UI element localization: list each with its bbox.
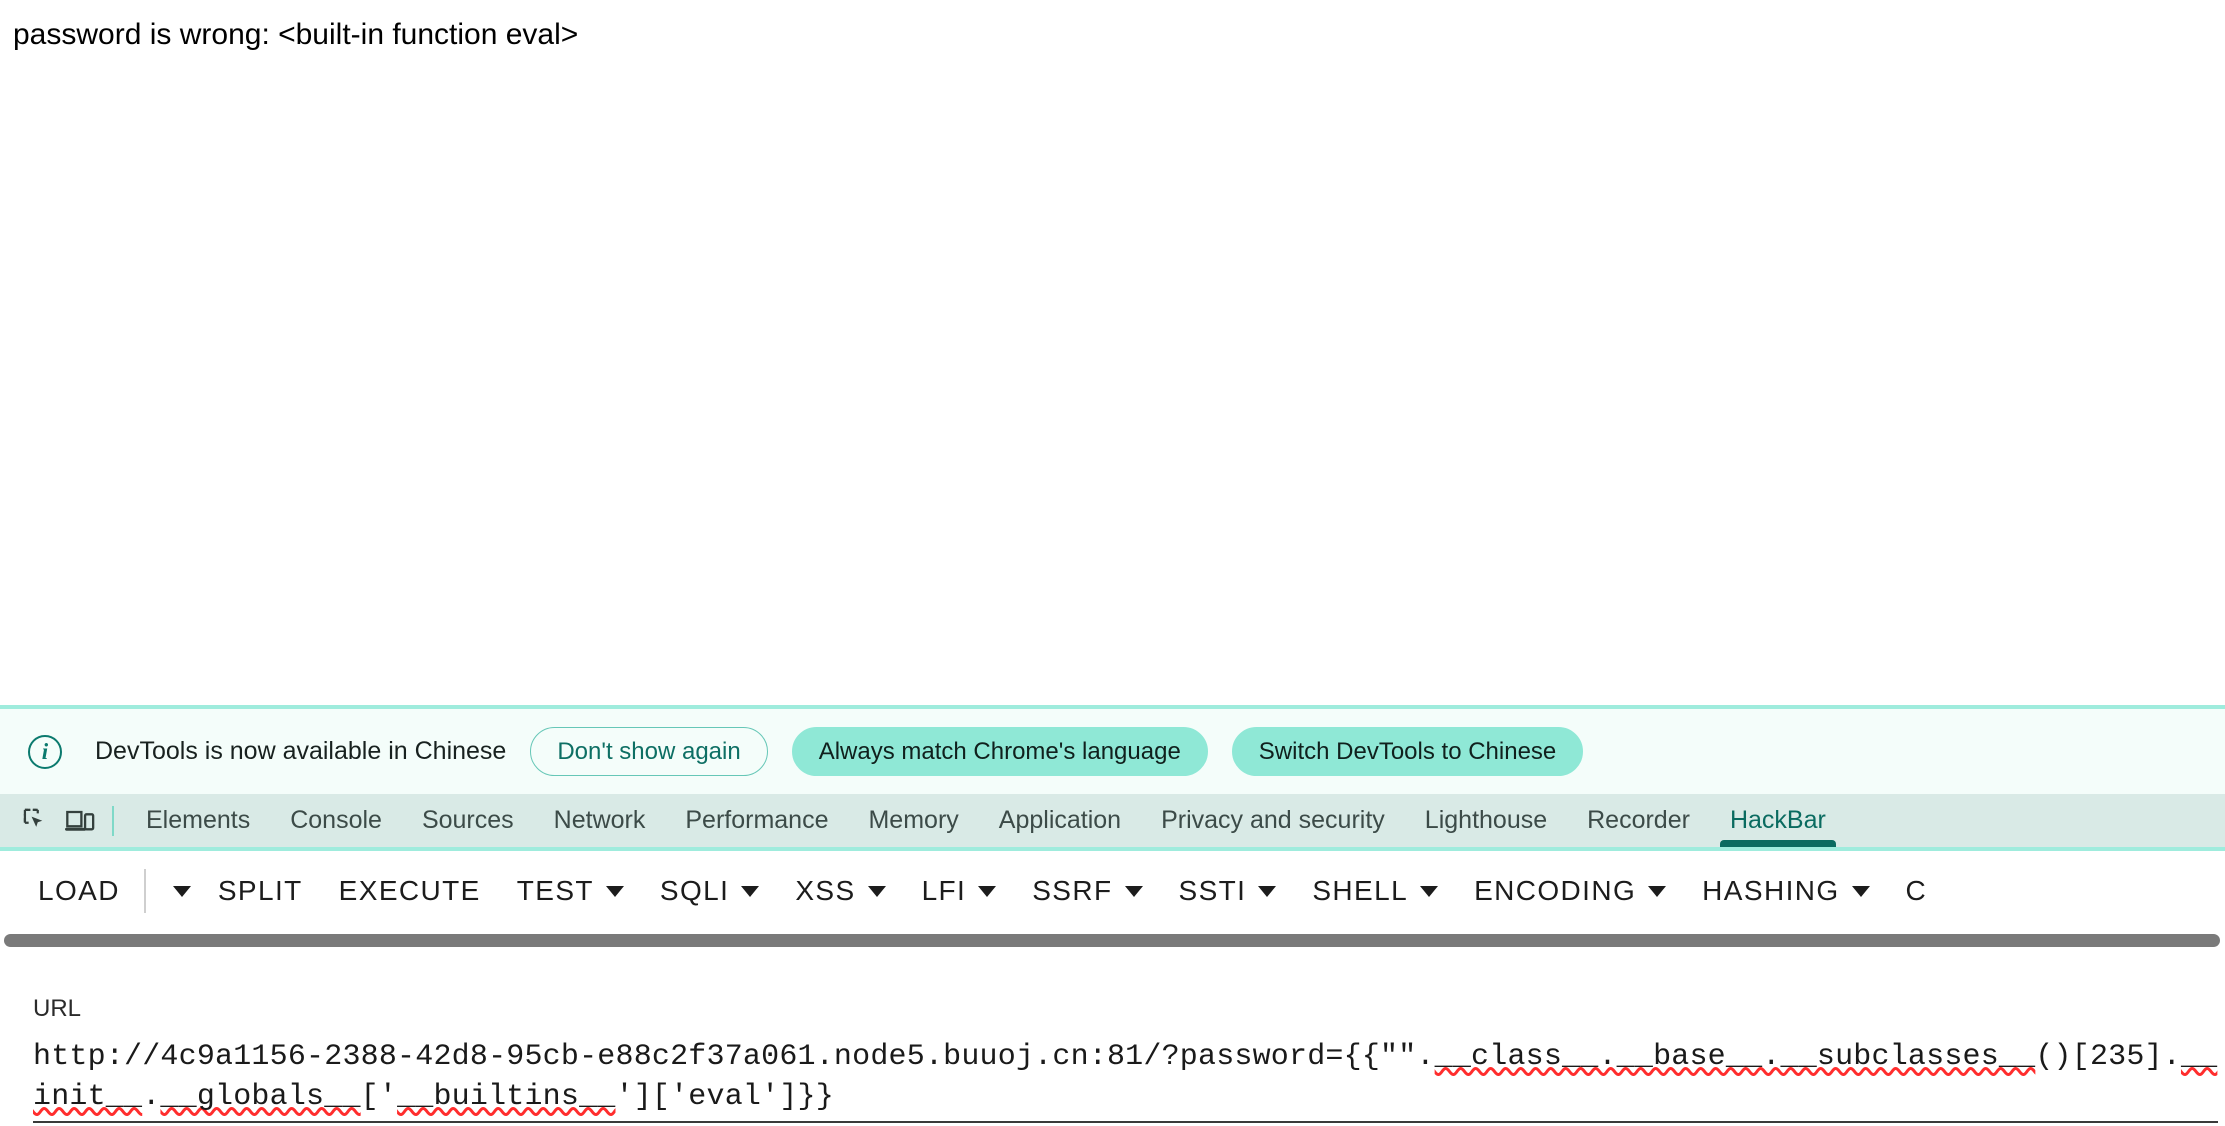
chevron-down-icon [1124, 885, 1143, 897]
url-part-misspelled: __globals__ [160, 1080, 361, 1114]
hackbar-ssti-menu[interactable]: SSTI [1161, 862, 1295, 920]
button-label: XSS [795, 875, 856, 906]
url-part: [' [360, 1080, 398, 1114]
button-label: SHELL [1312, 875, 1409, 906]
devtools-tool-buttons [0, 794, 126, 847]
button-label: SSTI [1178, 875, 1247, 906]
button-label: LOAD [38, 875, 120, 906]
tab-privacy-and-security[interactable]: Privacy and security [1141, 794, 1405, 847]
tab-label: Privacy and security [1161, 806, 1385, 834]
url-part: ']['eval']}} [615, 1080, 834, 1114]
switch-devtools-to-chinese-button[interactable]: Switch DevTools to Chinese [1231, 727, 1584, 776]
hackbar-encoding-menu[interactable]: ENCODING [1456, 862, 1684, 920]
tab-label: Console [290, 806, 382, 834]
tab-console[interactable]: Console [270, 794, 402, 847]
tab-label: Application [998, 806, 1122, 834]
hackbar-test-menu[interactable]: TEST [499, 862, 642, 920]
tab-label: Sources [421, 806, 514, 834]
url-part: . [142, 1080, 161, 1114]
tab-recorder[interactable]: Recorder [1567, 794, 1710, 847]
url-part-misspelled: __class__.__base__.__subclasses__ [1434, 1040, 2036, 1074]
tab-label: Performance [685, 806, 829, 834]
notification-message: DevTools is now available in Chinese [95, 737, 507, 765]
chevron-down-icon [1420, 885, 1439, 897]
info-icon: i [28, 734, 62, 769]
url-part-misspelled: __init__ [33, 1040, 2218, 1114]
button-label: TEST [516, 875, 594, 906]
chevron-down-icon [978, 885, 997, 897]
tab-sources[interactable]: Sources [402, 794, 534, 847]
chevron-down-icon [1258, 885, 1277, 897]
tab-hackbar[interactable]: HackBar [1710, 794, 1846, 847]
url-label: URL [33, 995, 82, 1022]
tab-label: Elements [146, 806, 251, 834]
devtools-language-notification-bar: i DevTools is now available in Chinese D… [0, 705, 2225, 794]
browser-page-content: password is wrong: <built-in function ev… [13, 18, 579, 51]
button-label: HASHING [1702, 875, 1840, 906]
tab-label: Memory [868, 806, 959, 834]
always-match-chrome-language-button[interactable]: Always match Chrome's language [791, 727, 1208, 776]
button-label: SSRF [1032, 875, 1113, 906]
hackbar-hashing-menu[interactable]: HASHING [1684, 862, 1887, 920]
button-label: EXECUTE [338, 875, 481, 906]
toolbar-divider [112, 805, 114, 836]
active-tab-indicator [1719, 840, 1836, 847]
dont-show-again-button[interactable]: Don't show again [530, 727, 768, 776]
hackbar-ssrf-menu[interactable]: SSRF [1014, 862, 1160, 920]
chevron-down-icon [605, 885, 624, 897]
tab-label: Recorder [1587, 806, 1690, 834]
button-label: SQLI [659, 875, 730, 906]
url-part-misspelled: __builtins__ [397, 1080, 616, 1114]
chevron-down-icon [867, 885, 886, 897]
tab-label: Lighthouse [1424, 806, 1548, 834]
chevron-down-icon [172, 885, 191, 897]
url-part: http://4c9a1156-2388-42d8-95cb-e88c2f37a… [33, 1040, 1435, 1074]
tab-label: Network [553, 806, 646, 834]
device-toolbar-icon[interactable] [58, 799, 102, 843]
chevron-down-icon [1851, 885, 1870, 897]
tab-network[interactable]: Network [534, 794, 666, 847]
tab-label: HackBar [1729, 806, 1826, 834]
button-label: ENCODING [1474, 875, 1637, 906]
url-field-underline [33, 1121, 2218, 1123]
hackbar-load-dropdown-button[interactable] [152, 862, 200, 920]
hackbar-load-button[interactable]: LOAD [20, 862, 138, 920]
button-label: C [1905, 875, 1928, 906]
hackbar-xss-menu[interactable]: XSS [777, 862, 903, 920]
tab-performance[interactable]: Performance [665, 794, 848, 847]
hackbar-overflow-menu[interactable]: C [1888, 862, 1946, 920]
toolbar-divider [143, 869, 146, 913]
tab-elements[interactable]: Elements [126, 794, 270, 847]
url-part: ()[235]. [2035, 1040, 2181, 1074]
chevron-down-icon [741, 885, 760, 897]
horizontal-scrollbar[interactable] [0, 931, 2225, 949]
hackbar-toolbar: LOAD SPLIT EXECUTE TEST SQLI XSS LFI SSR… [0, 851, 2225, 931]
devtools-tabs: Elements Console Sources Network Perform… [126, 794, 1846, 847]
tab-memory[interactable]: Memory [848, 794, 978, 847]
hackbar-split-button[interactable]: SPLIT [200, 862, 321, 920]
devtools-tab-strip: Elements Console Sources Network Perform… [0, 794, 2225, 851]
button-label: SPLIT [217, 875, 303, 906]
hackbar-url-section: URL http://4c9a1156-2388-42d8-95cb-e88c2… [0, 949, 2225, 1126]
hackbar-sqli-menu[interactable]: SQLI [642, 862, 777, 920]
hackbar-execute-button[interactable]: EXECUTE [321, 862, 499, 920]
tab-lighthouse[interactable]: Lighthouse [1405, 794, 1567, 847]
hackbar-shell-menu[interactable]: SHELL [1294, 862, 1456, 920]
chevron-down-icon [1648, 885, 1667, 897]
url-input[interactable]: http://4c9a1156-2388-42d8-95cb-e88c2f37a… [33, 1037, 2218, 1117]
tab-application[interactable]: Application [979, 794, 1141, 847]
button-label: LFI [921, 875, 967, 906]
inspect-element-icon[interactable] [14, 799, 58, 843]
scrollbar-thumb[interactable] [4, 934, 2220, 947]
hackbar-lfi-menu[interactable]: LFI [904, 862, 1015, 920]
page-message-text: password is wrong: <built-in function ev… [13, 18, 579, 51]
